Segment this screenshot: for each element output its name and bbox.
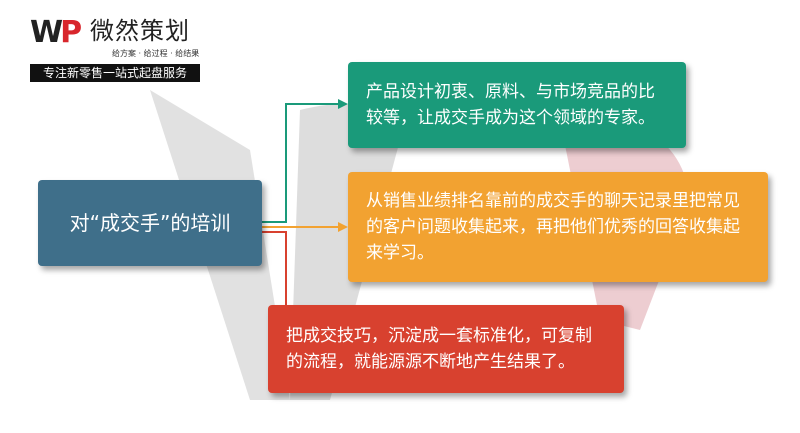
connector-3 [262,231,287,310]
logo-tagline: 给方案 · 给过程 · 给结果 [112,49,200,58]
branch-node-2: 从销售业绩排名靠前的成交手的聊天记录里把常见的客户问题收集起来，再把他们优秀的回… [348,172,768,282]
logo-name: 微然策划 [90,17,190,45]
slogan-banner: 专注新零售一站式起盘服务 [30,64,200,82]
branch-node-3: 把成交技巧，沉淀成一套标准化，可复制的流程，就能源源不断地产生结果了。 [268,305,624,393]
logo-mark: WP [30,15,82,50]
connector-1 [262,103,340,223]
branch-node-1: 产品设计初衷、原料、与市场竞品的比较等，让成交手成为这个领域的专家。 [348,62,686,148]
center-node: 对“成交手”的培训 [38,180,262,266]
